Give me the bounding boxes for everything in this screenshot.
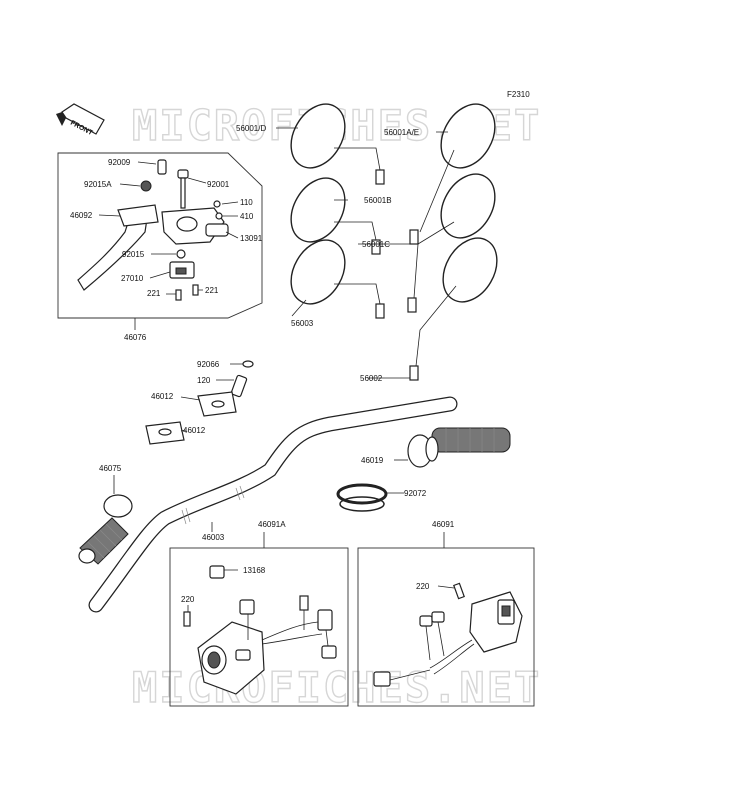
mirror-56001D <box>290 103 385 185</box>
label-46075: 46075 <box>99 464 122 473</box>
watermark-bottom: MICROFICHES.NET <box>132 663 541 712</box>
label-221-left: 221 <box>147 289 161 298</box>
label-410: 410 <box>240 212 254 221</box>
label-92066: 92066 <box>197 360 220 369</box>
label-46076: 46076 <box>124 333 147 342</box>
label-46012-lower: 46012 <box>183 426 206 435</box>
label-92001: 92001 <box>207 180 230 189</box>
label-56002: 56002 <box>360 374 383 383</box>
label-56001D: 56001/D <box>236 124 266 133</box>
switch-right-46091 <box>373 582 523 687</box>
label-92015A: 92015A <box>84 180 112 189</box>
label-46003: 46003 <box>202 533 225 542</box>
label-46091A: 46091A <box>258 520 286 529</box>
front-arrow-icon: FRONT <box>56 103 105 137</box>
band-92072 <box>336 483 388 512</box>
label-56001AE: 56001A/E <box>384 128 419 137</box>
label-56003: 56003 <box>291 319 314 328</box>
label-220-right: 220 <box>416 582 430 591</box>
label-110: 110 <box>240 198 253 207</box>
label-13091: 13091 <box>240 234 263 243</box>
switch-right-box <box>357 547 535 707</box>
switch-left-46091A <box>183 565 337 695</box>
label-92015: 92015 <box>122 250 145 259</box>
switch-left-box <box>169 547 349 707</box>
label-56001B: 56001B <box>364 196 392 205</box>
figure-code: F2310 <box>507 90 530 99</box>
handlebar-46003 <box>88 396 458 613</box>
mirror-56001AE <box>409 103 496 245</box>
label-120: 120 <box>197 376 211 385</box>
handlebar-clamps <box>145 360 254 445</box>
label-56001C: 56001C <box>362 240 390 249</box>
lever-assembly-box <box>57 152 263 319</box>
grip-left-46075 <box>78 494 133 565</box>
label-27010: 27010 <box>121 274 144 283</box>
label-46092: 46092 <box>70 211 93 220</box>
label-92009: 92009 <box>108 158 131 167</box>
label-92072: 92072 <box>404 489 427 498</box>
label-46012-upper: 46012 <box>151 392 174 401</box>
label-46091: 46091 <box>432 520 455 529</box>
mirror-56001C <box>407 173 496 313</box>
clutch-lever-assembly <box>77 159 229 301</box>
label-221-right: 221 <box>205 286 219 295</box>
mirror-56001B <box>290 177 381 255</box>
label-46019: 46019 <box>361 456 384 465</box>
label-220-left: 220 <box>181 595 195 604</box>
mirror-56003 <box>290 239 385 319</box>
throttle-grip-46019 <box>407 427 511 468</box>
label-13168: 13168 <box>243 566 266 575</box>
mirror-56002 <box>409 237 498 381</box>
